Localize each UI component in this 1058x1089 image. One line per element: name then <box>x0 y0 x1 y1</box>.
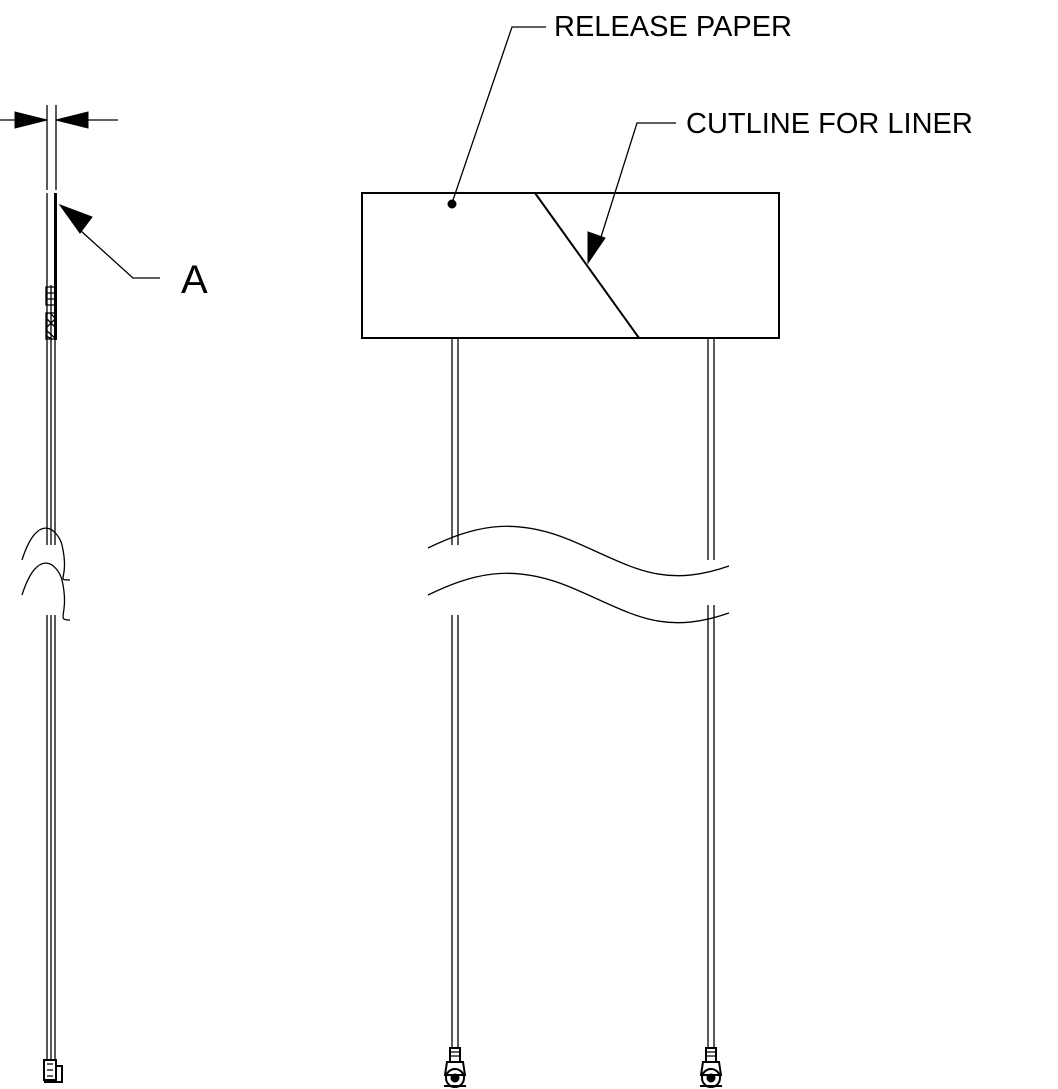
release-paper-label: RELEASE PAPER <box>554 11 793 43</box>
cutline-leader-arrow <box>587 231 606 265</box>
break-wave-upper <box>427 525 730 577</box>
release-paper-leader-dot <box>447 199 457 209</box>
detail-a-leader <box>58 203 160 279</box>
release-paper <box>361 192 780 339</box>
cutline-leader <box>600 122 676 238</box>
break-line-upper <box>21 527 71 581</box>
cable-clamp-block <box>45 286 57 306</box>
dimension-arrow-left <box>14 111 48 129</box>
release-paper-leader <box>451 26 546 204</box>
dimension-arrow-right <box>55 111 89 129</box>
break-wave-lower <box>427 572 730 624</box>
detail-a-label: A <box>181 258 208 302</box>
connector-left <box>443 1047 467 1088</box>
cutline <box>534 192 640 339</box>
cutline-label: CUTLINE FOR LINER <box>686 108 973 140</box>
connector-right <box>699 1047 723 1088</box>
front-view <box>361 26 780 1088</box>
cable-hatch-pattern <box>45 312 57 340</box>
side-view <box>0 105 118 1083</box>
break-line-lower <box>21 562 71 621</box>
cable-clamp-pattern <box>46 292 56 300</box>
connector-side <box>43 1059 63 1083</box>
